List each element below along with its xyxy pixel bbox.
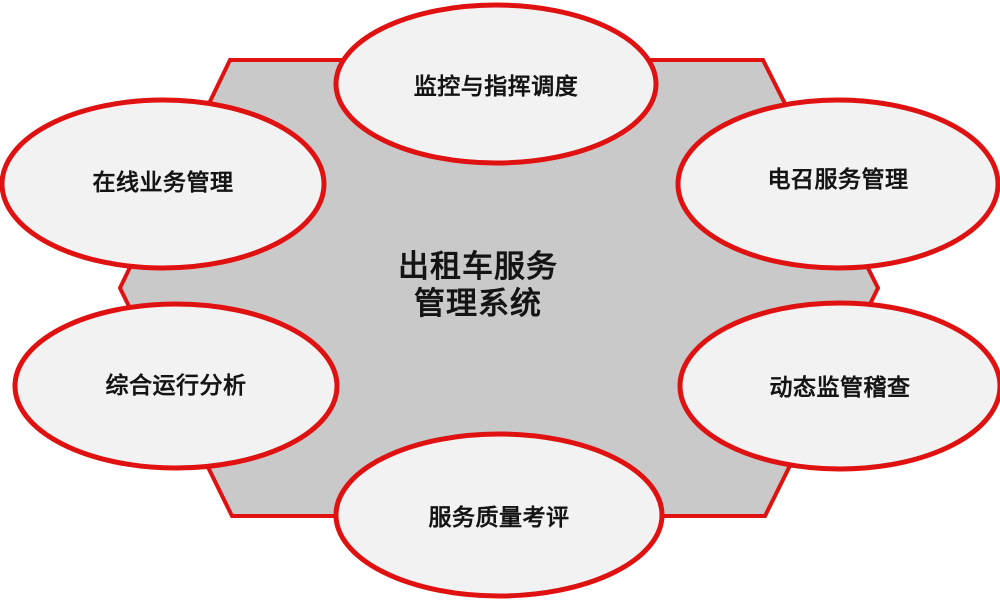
node-label-service-quality: 服务质量考评: [428, 505, 570, 531]
node-label-operation-analysis: 综合运行分析: [105, 373, 247, 399]
center-title-line2: 管理系统: [414, 286, 542, 322]
node-ellipse-top-right: [675, 97, 1000, 271]
node-ellipse-top-left: [0, 97, 327, 271]
node-ellipse-top: [333, 2, 659, 166]
node-ellipse-bottom-left: [12, 301, 340, 471]
center-title: 出租车服务 管理系统: [398, 249, 558, 323]
node-label-online-business: 在线业务管理: [92, 170, 234, 196]
node-label-ecall-service: 电召服务管理: [767, 167, 909, 193]
node-ellipse-bottom: [333, 431, 665, 599]
node-label-dynamic-supervision: 动态监管稽查: [769, 375, 911, 401]
center-title-line1: 出租车服务: [398, 249, 558, 285]
node-label-monitoring-dispatch: 监控与指挥调度: [413, 74, 579, 100]
node-ellipse-bottom-right: [677, 300, 1000, 472]
